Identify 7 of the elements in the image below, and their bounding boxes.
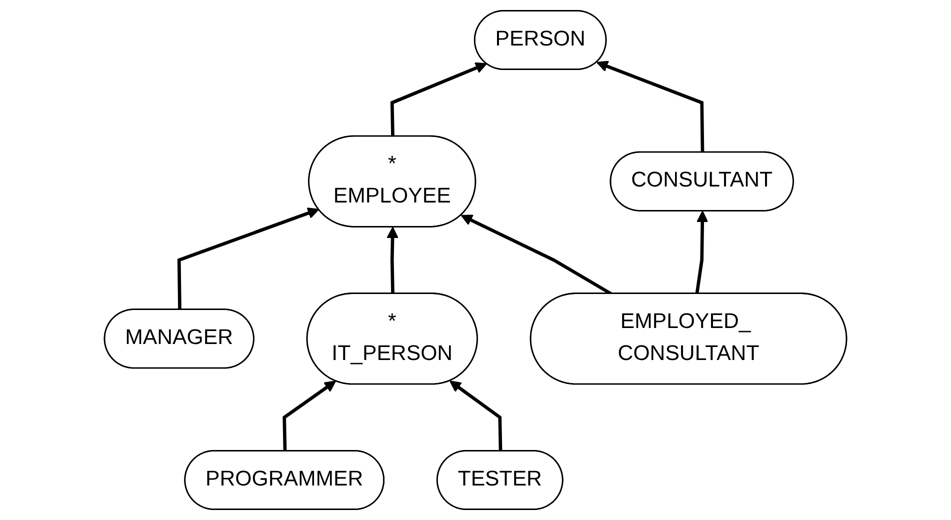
arrow	[177, 207, 320, 310]
arrow	[695, 210, 708, 294]
arrow	[450, 380, 502, 452]
arrow	[390, 62, 487, 137]
arrow	[596, 60, 704, 153]
arrow	[386, 226, 398, 294]
arrow	[282, 380, 336, 452]
